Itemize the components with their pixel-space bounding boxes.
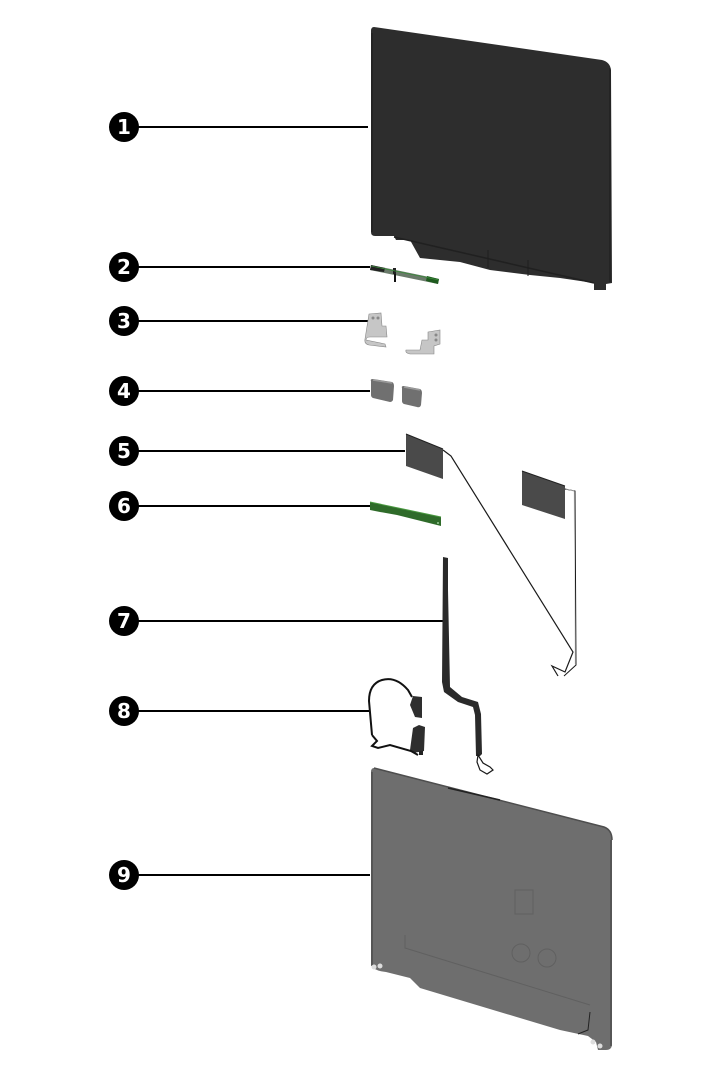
hinges-image: [364, 312, 441, 355]
leader-line-6: [138, 505, 370, 507]
webcam-module-image: [370, 265, 440, 284]
callout-4: 4: [109, 376, 139, 406]
callout-1: 1: [109, 112, 139, 142]
leader-line-9: [138, 874, 370, 876]
webcam-cable-image: [367, 678, 425, 756]
callout-8: 8: [109, 696, 139, 726]
callout-5: 5: [109, 436, 139, 466]
display-back-cover-image: [371, 767, 613, 1050]
leader-line-2: [138, 266, 370, 268]
display-panel-image: [371, 27, 612, 290]
display-panel-cable-image: [442, 557, 494, 775]
leader-line-7: [138, 620, 445, 622]
hinge-covers-image: [370, 379, 422, 408]
leader-line-1: [138, 126, 368, 128]
callout-9: 9: [109, 860, 139, 890]
leader-line-3: [138, 320, 370, 322]
callout-7: 7: [109, 606, 139, 636]
leader-line-4: [138, 390, 370, 392]
callout-3: 3: [109, 306, 139, 336]
callout-2: 2: [109, 252, 139, 282]
callout-6: 6: [109, 491, 139, 521]
leader-line-8: [138, 710, 369, 712]
wlan-antennas-image: [405, 433, 577, 677]
sensor-board-image: [369, 501, 442, 526]
leader-line-5: [138, 450, 405, 452]
